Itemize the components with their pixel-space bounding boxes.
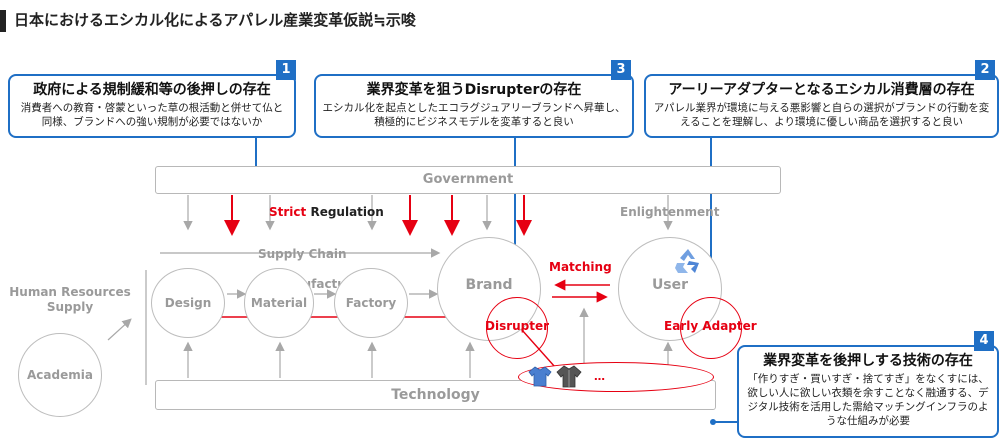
- callout-2-body: アパレル業界が環境に与える悪影響と自らの選択がブランドの行動を変えることを理解し…: [653, 102, 990, 128]
- academia-label: Academia: [27, 368, 93, 382]
- factory-node: Factory: [334, 268, 408, 338]
- recycle-icon: [675, 249, 699, 273]
- callout-2-heading: アーリーアダプターとなるエシカル消費層の存在: [668, 82, 975, 98]
- callout-1-heading: 政府による規制緩和等の後押しの存在: [33, 82, 271, 98]
- government-bar: Government: [155, 166, 781, 194]
- academia-node: Academia: [18, 333, 102, 417]
- technology-label: Technology: [391, 387, 480, 403]
- supply-chain-label: Supply Chain: [258, 247, 347, 261]
- matching-label: Matching: [549, 260, 612, 274]
- government-label: Government: [422, 172, 514, 187]
- callout-3-heading: 業界変革を狙うDisrupterの存在: [366, 82, 582, 98]
- callout-3: 業界変革を狙うDisrupterの存在 エシカル化を起点としたエコラグジュアリー…: [314, 74, 634, 138]
- callout-1-badge: 1: [276, 60, 296, 80]
- design-label: Design: [164, 296, 212, 310]
- material-label: Material: [250, 296, 308, 310]
- callout-4: 業界変革を後押しする技術の存在 「作りすぎ・買いすぎ・捨てすぎ」をなくすには、欲…: [737, 345, 999, 438]
- material-node: Material: [244, 268, 314, 338]
- enlightenment-label: Enlightenment: [620, 205, 720, 219]
- hr-supply-label: Human Resources Supply: [6, 285, 134, 315]
- user-label: User: [651, 277, 689, 293]
- hr-supply-line2: Supply: [46, 300, 94, 314]
- callout-2-badge: 2: [975, 60, 995, 80]
- callout-4-badge: 4: [974, 331, 994, 351]
- brand-label: Brand: [465, 277, 513, 293]
- early-adapter-circle: [680, 297, 742, 359]
- callout-3-badge: 3: [611, 60, 631, 80]
- matching-infra-ellipse: [518, 362, 714, 392]
- coat-icon: [556, 365, 582, 388]
- hr-arrow: [107, 318, 132, 341]
- disrupter-label: Disrupter: [485, 319, 550, 333]
- callout-1: 政府による規制緩和等の後押しの存在 消費者への教育・啓蒙といった草の根活動と併せ…: [8, 74, 296, 138]
- callout-4-heading: 業界変革を後押しする技術の存在: [763, 353, 973, 369]
- title-bar: [0, 10, 6, 32]
- ellipsis-label: …: [594, 370, 605, 383]
- design-node: Design: [151, 268, 225, 338]
- page-title: 日本におけるエシカル化によるアパレル産業変革仮説≒示唆: [14, 11, 416, 29]
- callout-2: アーリーアダプターとなるエシカル消費層の存在 アパレル業界が環境に与える悪影響と…: [644, 74, 999, 138]
- callout4-connector-dot: [710, 419, 716, 425]
- strict-label: Strict: [269, 205, 307, 219]
- factory-label: Factory: [345, 296, 397, 310]
- disrupter-circle: [486, 297, 548, 359]
- callout-4-body: 「作りすぎ・買いすぎ・捨てすぎ」をなくすには、欲しい人に欲しい衣類を余すことなく…: [747, 373, 989, 427]
- callout-1-body: 消費者への教育・啓蒙といった草の根活動と併せて仏と同様、ブランドへの強い規制が必…: [20, 102, 284, 128]
- callout-3-body: エシカル化を起点としたエコラグジュアリーブランドへ昇華し、積極的にビジネスモデル…: [322, 102, 626, 128]
- strict-regulation-label: Strict Regulation: [269, 205, 384, 219]
- early-adapter-label: Early Adapter: [664, 319, 757, 333]
- hr-supply-line1: Human Resources: [9, 285, 131, 299]
- blue-jacket-icon: [528, 366, 552, 387]
- regulation-label: Regulation: [310, 205, 384, 219]
